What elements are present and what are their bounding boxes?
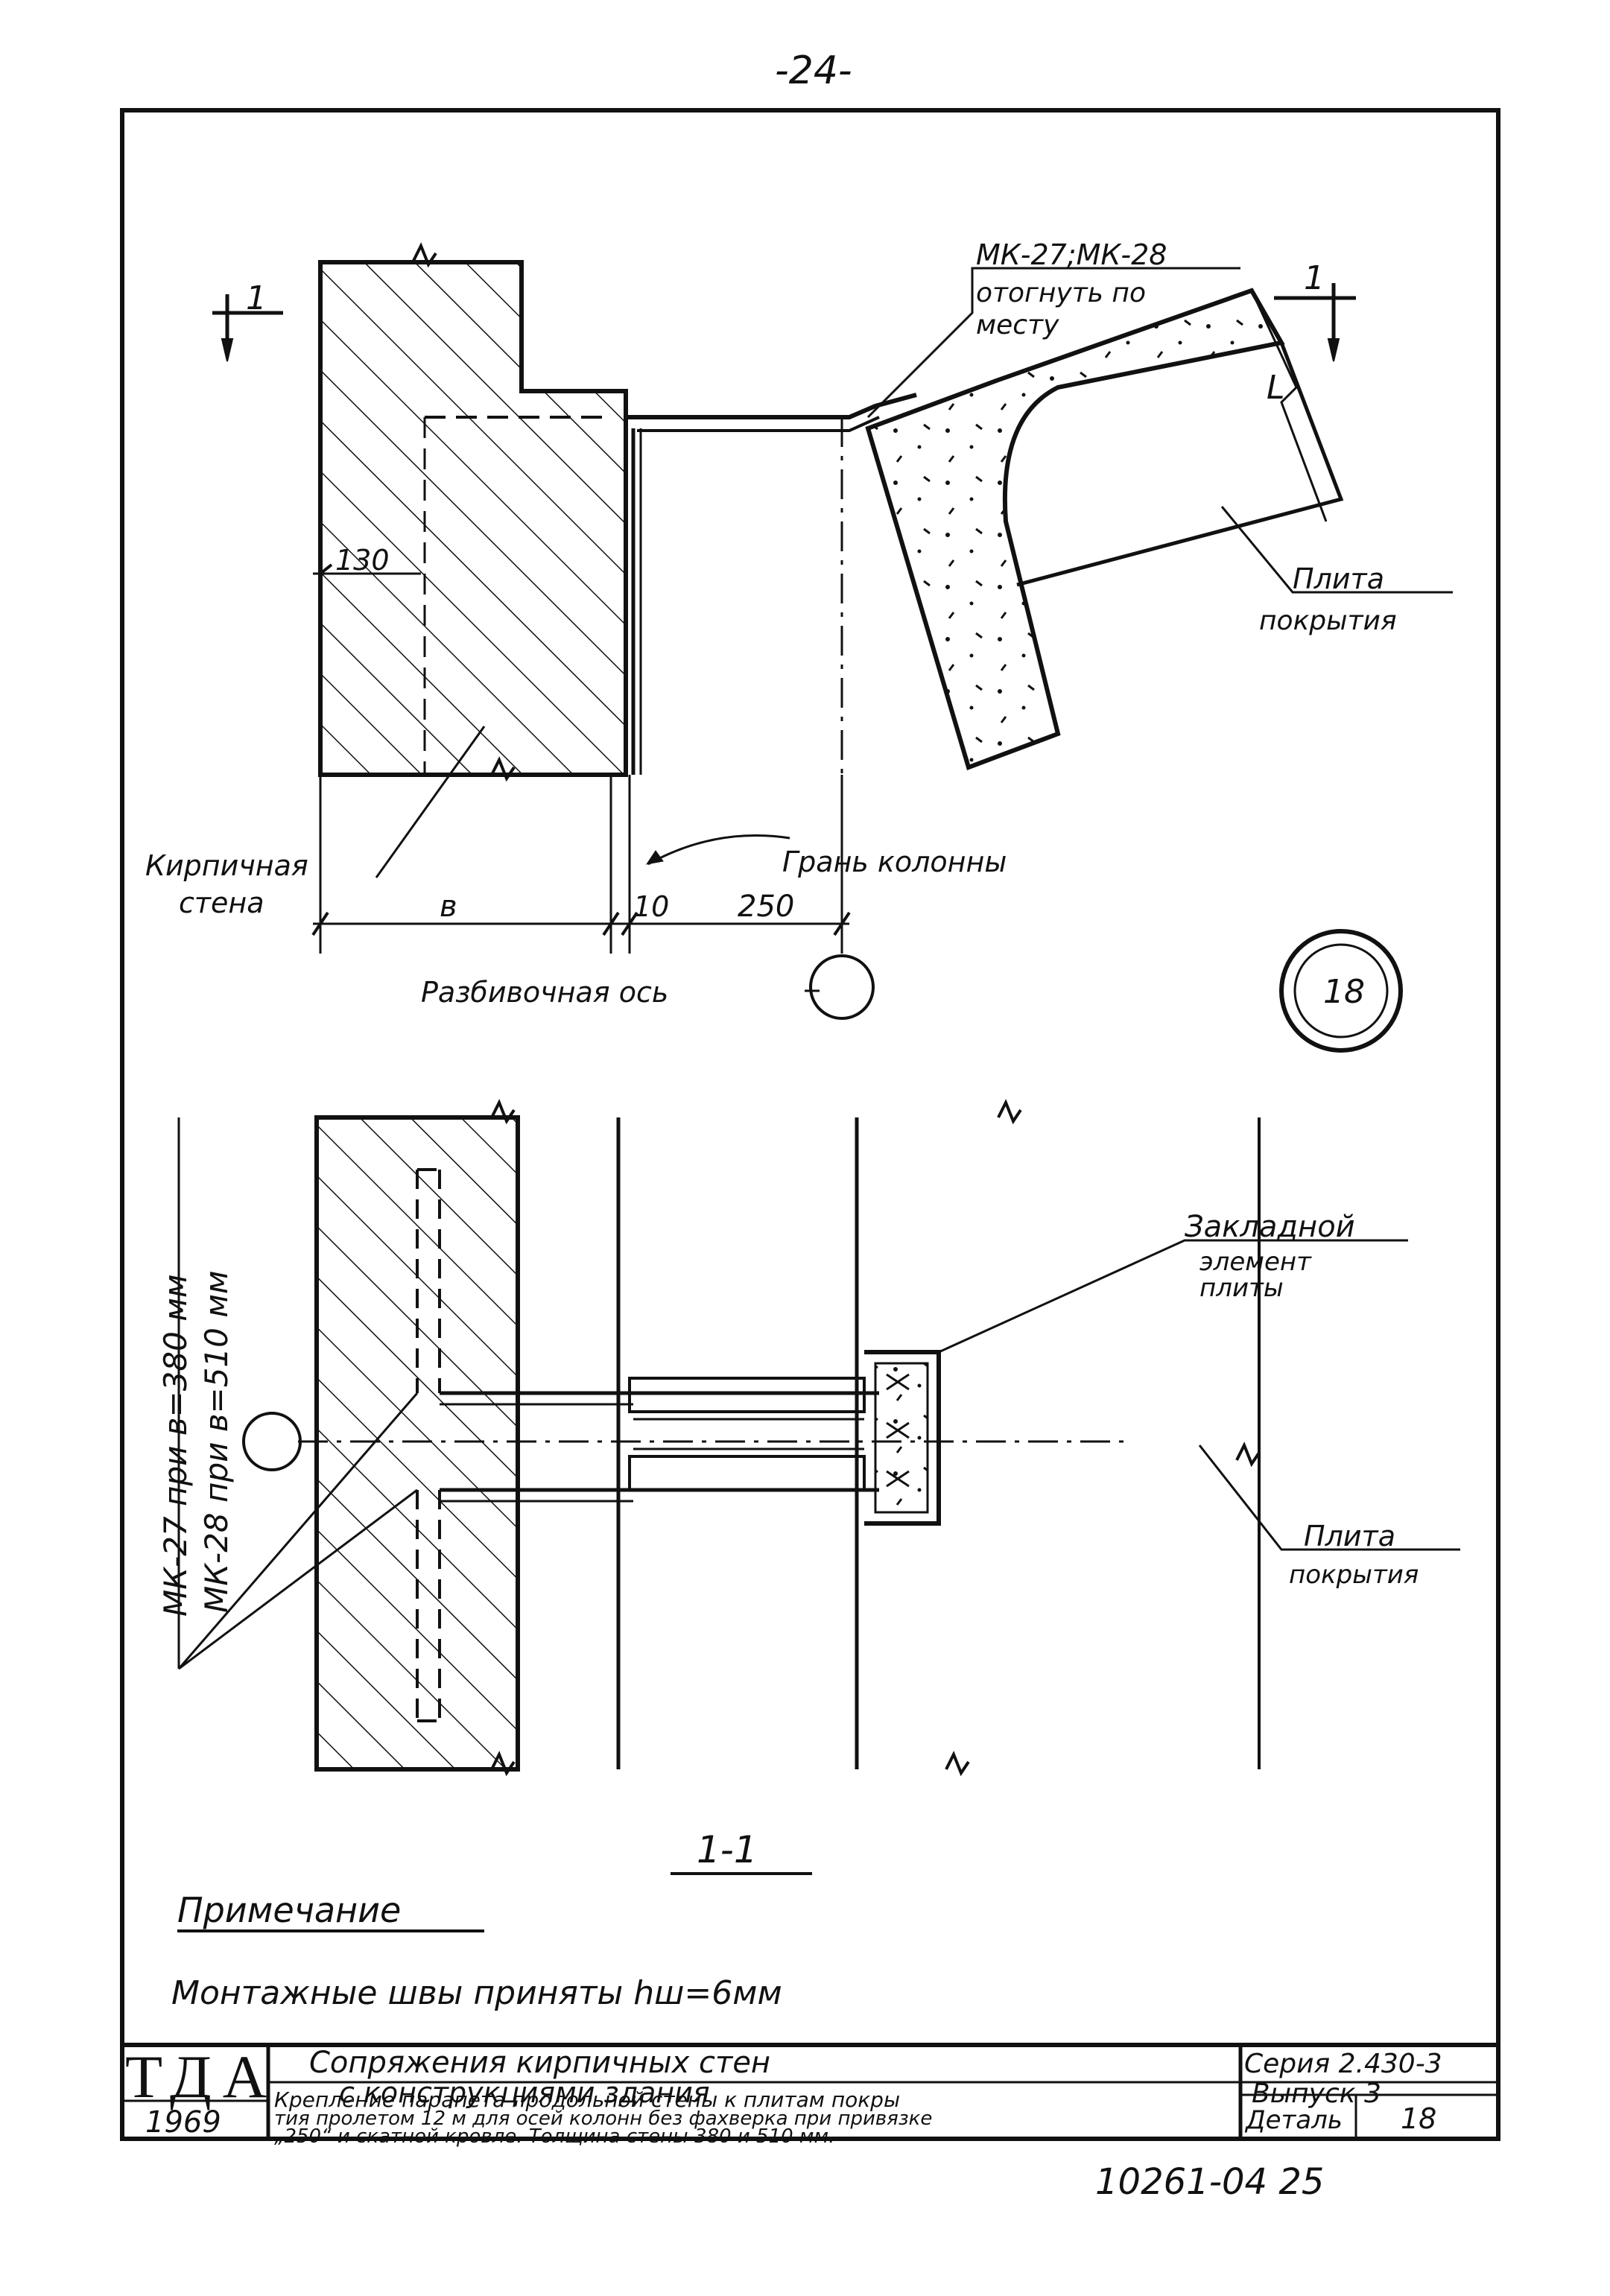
note-heading: Примечание	[177, 1890, 401, 1930]
desc-line-3: „250“ и скатной кровле. Толщина стены 38…	[274, 2125, 834, 2148]
detail-number: 18	[1323, 973, 1365, 1011]
title-line-2: с конструкциями здания	[339, 2076, 710, 2109]
section-title: 1-1	[697, 1828, 758, 1871]
desc-line-2: тия пролетом 12 м для осей колонн без фа…	[274, 2108, 932, 2130]
page-number: -24-	[775, 48, 852, 93]
dim-250: 250	[738, 889, 794, 924]
cut-mark-l: L	[1267, 369, 1285, 407]
embedded-label-1: Закладной	[1185, 1210, 1355, 1244]
sheet-code: 10261-04 25	[1095, 2161, 1324, 2203]
note-text: Монтажные швы приняты hш=6мм	[171, 1974, 782, 2012]
title-block-year: 1969	[145, 2105, 221, 2140]
slab-label-1: Плита	[1293, 562, 1384, 595]
title-line-1: Сопряжения кирпичных стен	[309, 2046, 770, 2080]
detail-label: Деталь	[1244, 2105, 1343, 2135]
title-block-logo: ТДА	[125, 2043, 267, 2111]
axis-marker-top	[809, 954, 875, 1020]
embedded-label-2: элемент	[1199, 1247, 1312, 1277]
brick-wall-section	[314, 1115, 520, 1772]
brick-wall-top	[318, 260, 628, 777]
top-view	[212, 242, 1453, 1053]
series-label: Серия 2.430-3	[1244, 2049, 1442, 2079]
detail-value: 18	[1401, 2102, 1436, 2135]
slab-label-2: покрытия	[1259, 606, 1397, 636]
vertical-label-mk27: МК-27 при в=380 мм	[157, 1274, 194, 1617]
column-face-label: Грань колонны	[782, 846, 1007, 878]
vertical-label-mk28: МК-28 при в=510 мм	[198, 1270, 235, 1613]
title-block	[122, 2043, 1498, 2139]
section-mark-left: 1	[246, 279, 267, 317]
section-slab-label-2: покрытия	[1289, 1560, 1419, 1590]
desc-line-1: Крепление парапета продольной стены к пл…	[274, 2087, 900, 2112]
issue-label: Выпуск 3	[1252, 2078, 1381, 2109]
detail-marker-inner	[1293, 943, 1389, 1038]
section-slab-label-1: Плита	[1304, 1520, 1395, 1553]
detail-marker-outer	[1279, 929, 1403, 1053]
embedded-label-3: плиты	[1199, 1273, 1284, 1303]
dim-10: 10	[633, 890, 669, 923]
section-view	[177, 1099, 1460, 1875]
axis-marker-section	[242, 1412, 302, 1471]
embedded-element	[864, 1350, 941, 1526]
bend-note-2: месту	[976, 310, 1059, 340]
wall-label-2: стена	[179, 887, 264, 919]
section-mark-right: 1	[1304, 259, 1325, 297]
axis-label: Разбивочная ось	[421, 976, 668, 1009]
anchor-bar-top	[626, 393, 917, 419]
dim-130: 130	[335, 544, 390, 577]
wall-label-1: Кирпичная	[145, 849, 308, 882]
bar-mark-label: МК-27;МК-28	[976, 238, 1167, 271]
bend-note-1: отогнуть по	[976, 278, 1146, 308]
dim-b: в	[440, 889, 457, 924]
roof-slab-section	[865, 288, 1285, 770]
sheet-frame	[120, 108, 1500, 2141]
